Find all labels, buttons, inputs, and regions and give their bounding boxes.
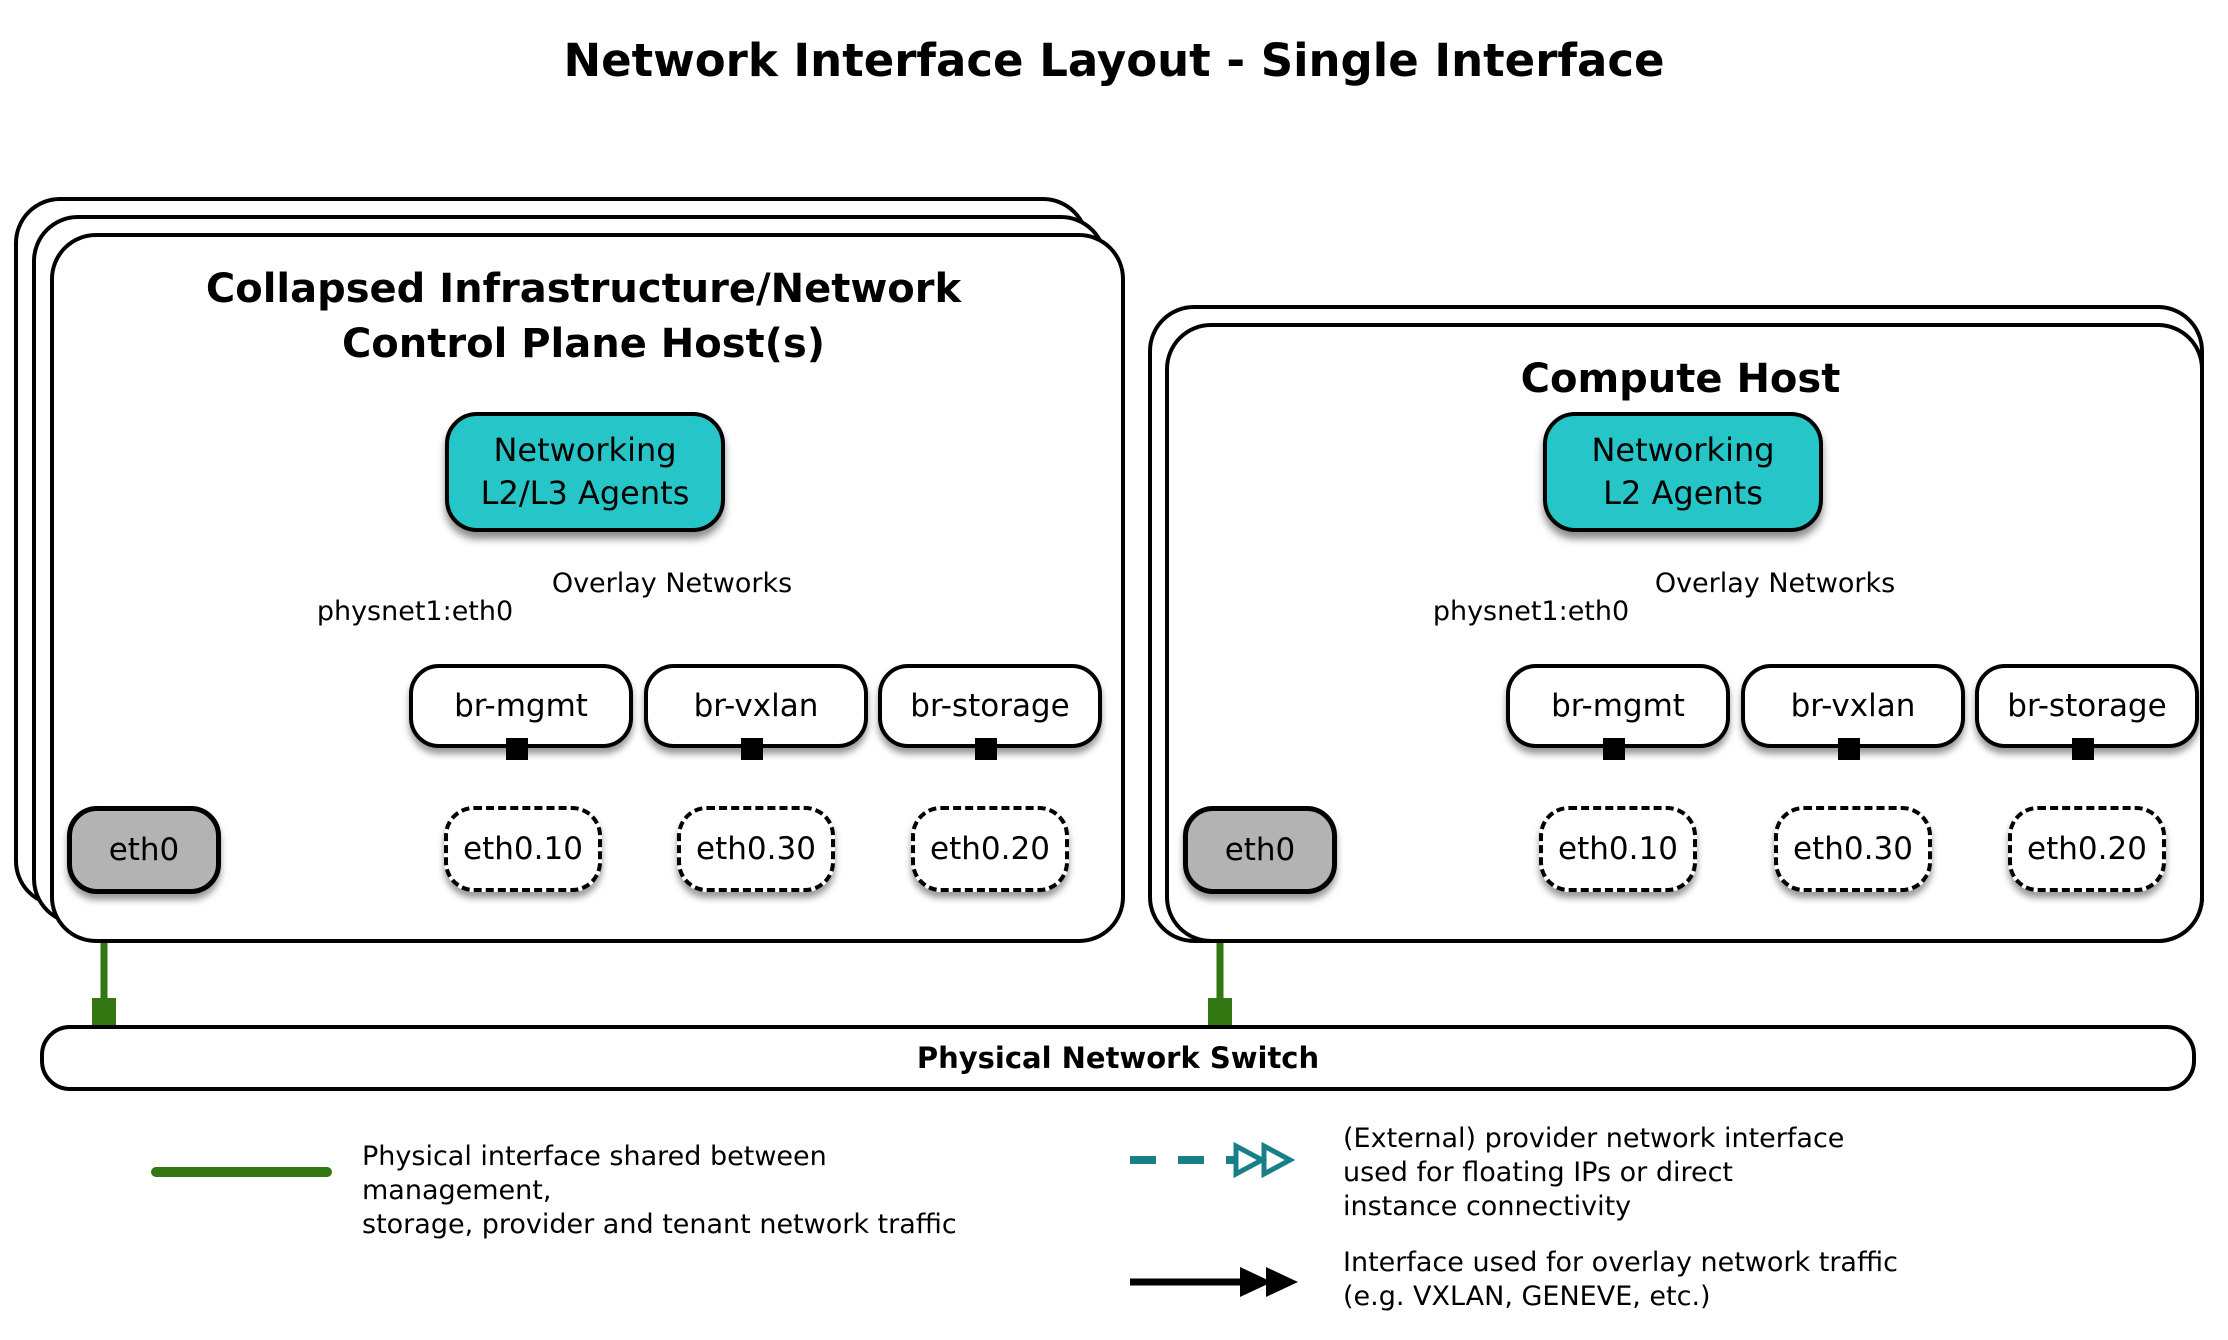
legend-item-physical: Physical interface shared between manage… <box>362 1140 982 1242</box>
overlay-label-text: Overlay Networks <box>1648 566 1902 601</box>
bridge-port-connector <box>1603 738 1625 760</box>
bridge-br-storage: br-storage <box>878 664 1102 748</box>
legend-item-overlay: Interface used for overlay network traff… <box>1343 1246 1963 1314</box>
legend-text-line: Interface used for overlay network traff… <box>1343 1247 1898 1278</box>
physical-link-port <box>1208 998 1232 1028</box>
networking-agents-box: Networking L2/L3 Agents <box>445 412 725 532</box>
host-title-line: Compute Host <box>1520 356 1841 402</box>
agent-label-line: L2/L3 Agents <box>480 474 690 512</box>
bridge-br-vxlan: br-vxlan <box>644 664 868 748</box>
switch-label: Physical Network Switch <box>916 1041 1320 1075</box>
bridge-port-connector <box>2072 738 2094 760</box>
physical-network-switch-bar: Physical Network Switch <box>40 1025 2196 1091</box>
bridge-port-connector <box>741 738 763 760</box>
eth0-node: eth0 <box>67 806 221 894</box>
agent-label-line: L2 Agents <box>1603 474 1763 512</box>
legend-text-line: (e.g. VXLAN, GENEVE, etc.) <box>1343 1281 1711 1312</box>
vlan-eth0-30: eth0.30 <box>1774 806 1932 892</box>
networking-agents-box: Networking L2 Agents <box>1543 412 1823 532</box>
legend-text-line: storage, provider and tenant network tra… <box>362 1209 957 1240</box>
agent-label-line: Networking <box>1591 431 1775 469</box>
overlay-label-text: Overlay Networks <box>545 566 799 601</box>
vlan-eth0-20: eth0.20 <box>911 806 1069 892</box>
bridge-port-connector <box>506 738 528 760</box>
bridge-br-mgmt: br-mgmt <box>409 664 633 748</box>
diagram-title: Network Interface Layout - Single Interf… <box>563 34 1665 87</box>
legend-text-line: used for floating IPs or direct <box>1343 1157 1734 1188</box>
eth0-node: eth0 <box>1183 806 1337 894</box>
legend-item-provider: (External) provider network interface us… <box>1343 1122 1963 1224</box>
host-title-line: Control Plane Host(s) <box>341 321 826 367</box>
bridge-port-connector <box>1838 738 1860 760</box>
physical-link-port <box>92 998 116 1028</box>
host-title: Collapsed Infrastructure/Network Control… <box>50 262 1117 372</box>
legend-provider-arrow-icon <box>1130 1141 1296 1179</box>
overlay-label: Overlay Networks <box>522 566 822 601</box>
legend-text-line: Physical interface shared between manage… <box>362 1141 827 1206</box>
legend-text-line: instance connectivity <box>1343 1191 1632 1222</box>
host-title-line: Collapsed Infrastructure/Network <box>205 266 962 312</box>
overlay-label: Overlay Networks <box>1625 566 1925 601</box>
vlan-eth0-10: eth0.10 <box>444 806 602 892</box>
host-title: Compute Host <box>1165 352 2196 407</box>
agent-label-line: Networking <box>493 431 677 469</box>
physnet-label: physnet1:eth0 <box>1432 596 1630 627</box>
vlan-eth0-30: eth0.30 <box>677 806 835 892</box>
bridge-port-connector <box>975 738 997 760</box>
bridge-br-storage: br-storage <box>1975 664 2199 748</box>
legend-text-line: (External) provider network interface <box>1343 1123 1845 1154</box>
vlan-eth0-10: eth0.10 <box>1539 806 1697 892</box>
bridge-br-mgmt: br-mgmt <box>1506 664 1730 748</box>
physnet-label: physnet1:eth0 <box>316 596 514 627</box>
bridge-br-vxlan: br-vxlan <box>1741 664 1965 748</box>
vlan-eth0-20: eth0.20 <box>2008 806 2166 892</box>
legend-overlay-arrow-icon <box>1130 1267 1298 1297</box>
